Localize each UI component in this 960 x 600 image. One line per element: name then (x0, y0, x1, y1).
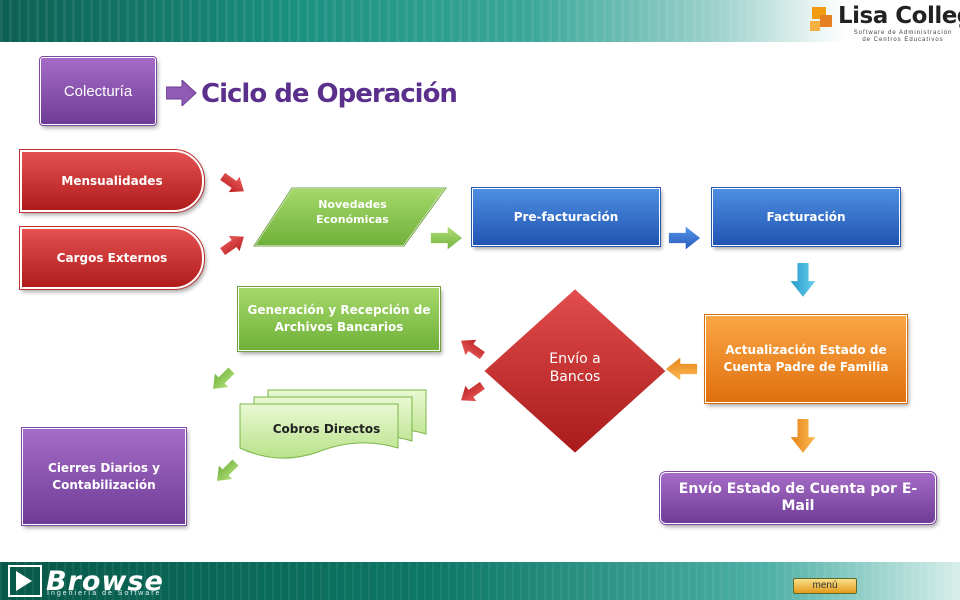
envio-bancos-diamond (481, 286, 669, 456)
colecturia-button[interactable]: Colecturía (39, 56, 157, 126)
menu-button[interactable]: menú (793, 578, 857, 594)
brand-tagline: Software de Administración de Centros Ed… (853, 30, 953, 43)
arrow-generacion-down (203, 361, 241, 399)
brand-name: Lisa College (838, 3, 960, 29)
novedades-shape (252, 187, 448, 247)
arrow-cargos (214, 226, 252, 262)
arrow-mensualidades (214, 166, 252, 202)
page-title: Ciclo de Operación (201, 79, 458, 109)
facturacion-node: Facturación (711, 187, 901, 247)
brand-logo: Lisa College Software de Administración … (808, 3, 960, 43)
cargos-externos-node: Cargos Externos (19, 226, 205, 290)
arrow-facturacion-down (787, 261, 819, 300)
brand-logo-icon (810, 7, 832, 31)
arrow-prefacturacion (667, 223, 703, 253)
mensualidades-node: Mensualidades (19, 149, 205, 213)
cobros-directos-shape (239, 389, 427, 459)
footer-company: Browse (46, 566, 164, 597)
header-banner (0, 0, 960, 42)
cobros-directos-label: Cobros Directos (272, 422, 381, 436)
envio-email-node: Envío Estado de Cuenta por E-Mail (659, 471, 937, 525)
arrow-to-email (787, 417, 819, 456)
prefacturacion-node: Pre-facturación (471, 187, 661, 247)
footer-subtitle: Ingeniería de Software (47, 590, 162, 597)
browse-logo-icon (8, 565, 42, 597)
title-arrow-icon (166, 80, 197, 106)
